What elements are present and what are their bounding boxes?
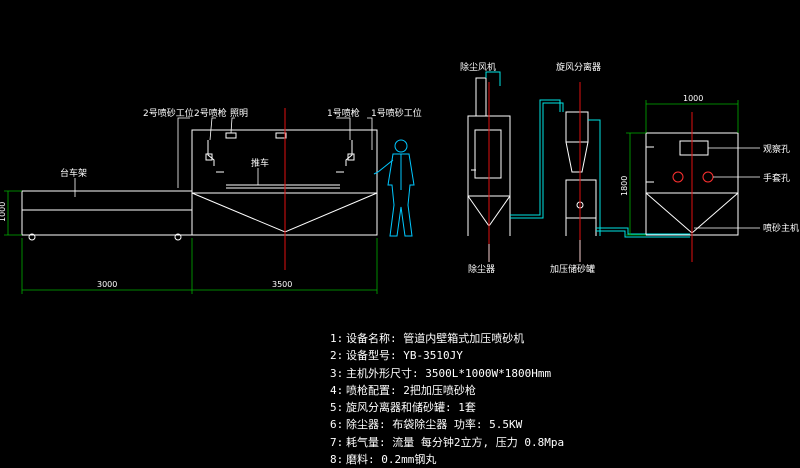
label-dust-collector: 除尘器 bbox=[468, 263, 495, 275]
dim-height-side: 1800 bbox=[620, 176, 629, 196]
spec-text: 设备名称: 管道内壁箱式加压喷砂机 bbox=[346, 332, 525, 345]
label-station-2: 2号喷砂工位 bbox=[143, 107, 194, 119]
spec-text: 设备型号: YB-3510JY bbox=[346, 349, 463, 363]
blast-gun-1-nozzle bbox=[347, 153, 355, 161]
label-station-1: 1号喷砂工位 bbox=[371, 107, 422, 119]
cart-wheel bbox=[174, 233, 182, 241]
operator-figure bbox=[373, 139, 415, 237]
spec-item: 6:除尘器: 布袋除尘器 功率: 5.5KW bbox=[330, 416, 564, 433]
label-dust-fan: 除尘风机 bbox=[460, 61, 496, 73]
leaders-side bbox=[488, 147, 760, 262]
spec-number: 6: bbox=[330, 418, 344, 432]
lighting-fixture bbox=[225, 132, 237, 139]
label-pressure-sand-tank: 加压储砂罐 bbox=[550, 263, 595, 275]
spec-number: 5: bbox=[330, 401, 344, 415]
dimension-lines bbox=[4, 100, 739, 294]
dust-collection-system bbox=[467, 77, 597, 236]
spec-number: 4: bbox=[330, 383, 344, 397]
cyclone-top bbox=[565, 111, 589, 143]
spec-item: 3:主机外形尺寸: 3500L*1000W*1800Hmm bbox=[330, 365, 564, 382]
label-cart-frame: 台车架 bbox=[60, 167, 87, 179]
cart-frame bbox=[21, 190, 193, 236]
spec-item: 2:设备型号: YB-3510JY bbox=[330, 347, 564, 364]
spec-item: 1:设备名称: 管道内壁箱式加压喷砂机 bbox=[330, 330, 564, 347]
observation-window bbox=[679, 140, 709, 156]
blast-gun-1 bbox=[345, 140, 353, 166]
glove-hole bbox=[672, 171, 684, 183]
spec-number: 2: bbox=[330, 349, 344, 363]
label-gun-1: 1号喷枪 bbox=[327, 107, 360, 119]
spec-list: 1:设备名称: 管道内壁箱式加压喷砂机 2:设备型号: YB-3510JY 3:… bbox=[330, 330, 564, 468]
label-lighting: 照明 bbox=[230, 108, 248, 119]
label-glove-hole: 手套孔 bbox=[763, 172, 790, 184]
sand-tank-body bbox=[565, 179, 597, 219]
dim-length-cart: 3000 bbox=[97, 280, 117, 289]
label-main-blaster: 喷砂主机 bbox=[763, 222, 799, 234]
spec-item: 5:旋风分离器和储砂罐: 1套 bbox=[330, 399, 564, 416]
spec-item: 7:耗气量: 流量 每分钟2立方, 压力 0.8Mpa bbox=[330, 434, 564, 451]
spec-text: 除尘器: 布袋除尘器 功率: 5.5KW bbox=[346, 418, 523, 432]
label-cyclone-separator: 旋风分离器 bbox=[556, 61, 601, 73]
spec-text: 喷枪配置: 2把加压喷砂枪 bbox=[346, 383, 476, 397]
dim-width-side: 1000 bbox=[683, 94, 703, 103]
spec-number: 3: bbox=[330, 366, 344, 380]
dust-fan bbox=[475, 77, 487, 117]
leaders-front bbox=[74, 117, 373, 197]
lighting-fixture bbox=[275, 132, 287, 139]
label-observation-hole: 观察孔 bbox=[763, 143, 790, 155]
spec-item: 8:磨料: 0.2mm钢丸 bbox=[330, 451, 564, 468]
dust-collector-door bbox=[474, 129, 502, 179]
dim-height-left: 1000 bbox=[0, 202, 7, 222]
label-push-cart: 推车 bbox=[251, 157, 269, 169]
spec-text: 耗气量: 流量 每分钟2立方, 压力 0.8Mpa bbox=[346, 435, 565, 449]
air-pipes bbox=[485, 71, 690, 238]
spec-text: 磨料: 0.2mm钢丸 bbox=[346, 453, 437, 467]
blast-gun-2-nozzle bbox=[205, 153, 213, 161]
spec-text: 主机外形尺寸: 3500L*1000W*1800Hmm bbox=[346, 366, 552, 380]
glove-hole bbox=[702, 171, 714, 183]
cart-wheel bbox=[28, 233, 36, 241]
label-gun-2: 2号喷枪 bbox=[194, 107, 227, 119]
spec-number: 8: bbox=[330, 453, 344, 467]
spec-text: 旋风分离器和储砂罐: 1套 bbox=[346, 401, 476, 415]
spec-number: 1: bbox=[330, 332, 344, 345]
cyclone-cone bbox=[565, 141, 589, 173]
spec-item: 4:喷枪配置: 2把加压喷砂枪 bbox=[330, 382, 564, 399]
dim-length-main: 3500 bbox=[272, 280, 292, 289]
spec-number: 7: bbox=[330, 435, 344, 449]
blast-gun-2 bbox=[207, 140, 215, 166]
